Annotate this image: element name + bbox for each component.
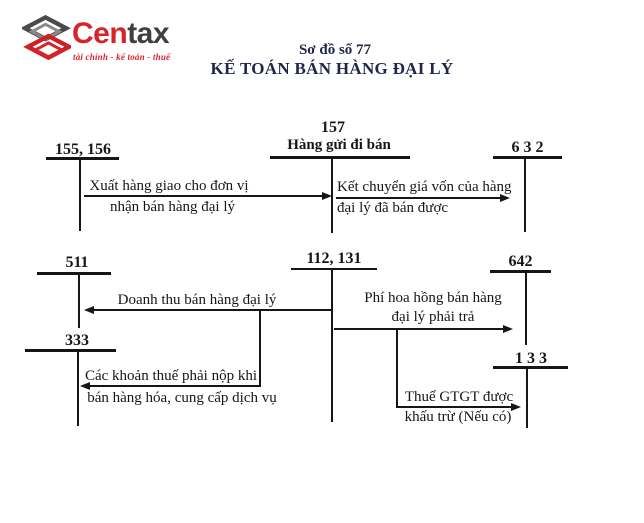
brand-name-tax: tax [127, 17, 170, 50]
centax-logo: Centax tài chính - kế toán - thuế [22, 13, 182, 71]
arrow-left-icon [84, 305, 94, 314]
flow-commission-arrow-line [334, 328, 504, 330]
flow-cogs-label-2: đại lý đã bán được [337, 200, 449, 216]
diagram-number-title: Sơ đồ số 77 [298, 42, 372, 58]
brand-tagline: tài chính - kế toán - thuế [73, 52, 171, 62]
account-155-156-stem [79, 157, 81, 231]
account-511-stem [78, 272, 80, 328]
account-133-label: 1 3 3 [515, 350, 547, 367]
arrow-right-icon [511, 402, 521, 411]
account-333-topline [25, 349, 116, 352]
flow-tax-payable-label-2: bán hàng hóa, cung cấp dịch vụ [87, 390, 277, 406]
account-157-number: 157 [321, 119, 345, 136]
flow-cogs-arrow-line [336, 197, 503, 199]
account-155-156-label: 155, 156 [55, 141, 111, 158]
account-157-name: Hàng gửi đi bán [287, 137, 391, 153]
flow-commission-label-2: đại lý phải trả [391, 309, 475, 325]
account-632-stem [524, 156, 526, 232]
account-511-label: 511 [65, 254, 89, 271]
flow-revenue-label: Doanh thu bán hàng đại lý [117, 292, 277, 308]
arrow-right-icon [500, 193, 510, 202]
account-157-topline [270, 156, 410, 159]
flow-vat-label-1: Thuế GTGT được [404, 389, 514, 405]
account-112-131-stem [331, 268, 333, 422]
arrow-right-icon [322, 191, 332, 200]
flow-issue-goods-arrow-line [84, 195, 323, 197]
account-155-156-topline [46, 157, 119, 160]
flow-issue-goods-label-1: Xuất hàng giao cho đơn vị [89, 178, 249, 194]
flow-tax-payable-label-1: Các khoản thuế phải nộp khi [84, 368, 258, 384]
flow-revenue-arrow-line [92, 309, 332, 311]
connector-down-to-tax-arrow [259, 309, 261, 387]
account-133-topline [493, 366, 568, 369]
flow-commission-label-1: Phí hoa hồng bán hàng [364, 290, 502, 306]
account-112-131-label: 112, 131 [306, 250, 362, 267]
flow-vat-arrow-line [397, 406, 513, 408]
flow-vat-label-2: khấu trừ (Nếu có) [404, 409, 512, 425]
connector-down-to-vat-arrow [396, 328, 398, 408]
account-642-topline [490, 270, 551, 273]
account-333-stem [77, 349, 79, 426]
page-title: KẾ TOÁN BÁN HÀNG ĐẠI LÝ [210, 59, 454, 78]
account-632-topline [493, 156, 562, 159]
flow-issue-goods-label-2: nhận bán hàng đại lý [110, 199, 235, 215]
account-642-label: 642 [508, 253, 533, 270]
flow-tax-payable-arrow-line [88, 385, 261, 387]
arrow-right-icon [503, 324, 513, 333]
account-157-stem [331, 156, 333, 233]
account-632-label: 6 3 2 [511, 139, 544, 156]
brand-name-cen: Cen [72, 17, 128, 50]
centax-logo-icon [22, 15, 71, 61]
account-133-stem [526, 366, 528, 428]
account-511-topline [37, 272, 111, 275]
flow-cogs-label-1: Kết chuyển giá vốn của hàng [337, 179, 512, 195]
account-333-label: 333 [65, 332, 89, 349]
brand-name: Centax [72, 17, 170, 50]
account-112-131-topline [291, 268, 377, 270]
arrow-left-icon [80, 381, 90, 390]
account-642-stem [525, 270, 527, 345]
